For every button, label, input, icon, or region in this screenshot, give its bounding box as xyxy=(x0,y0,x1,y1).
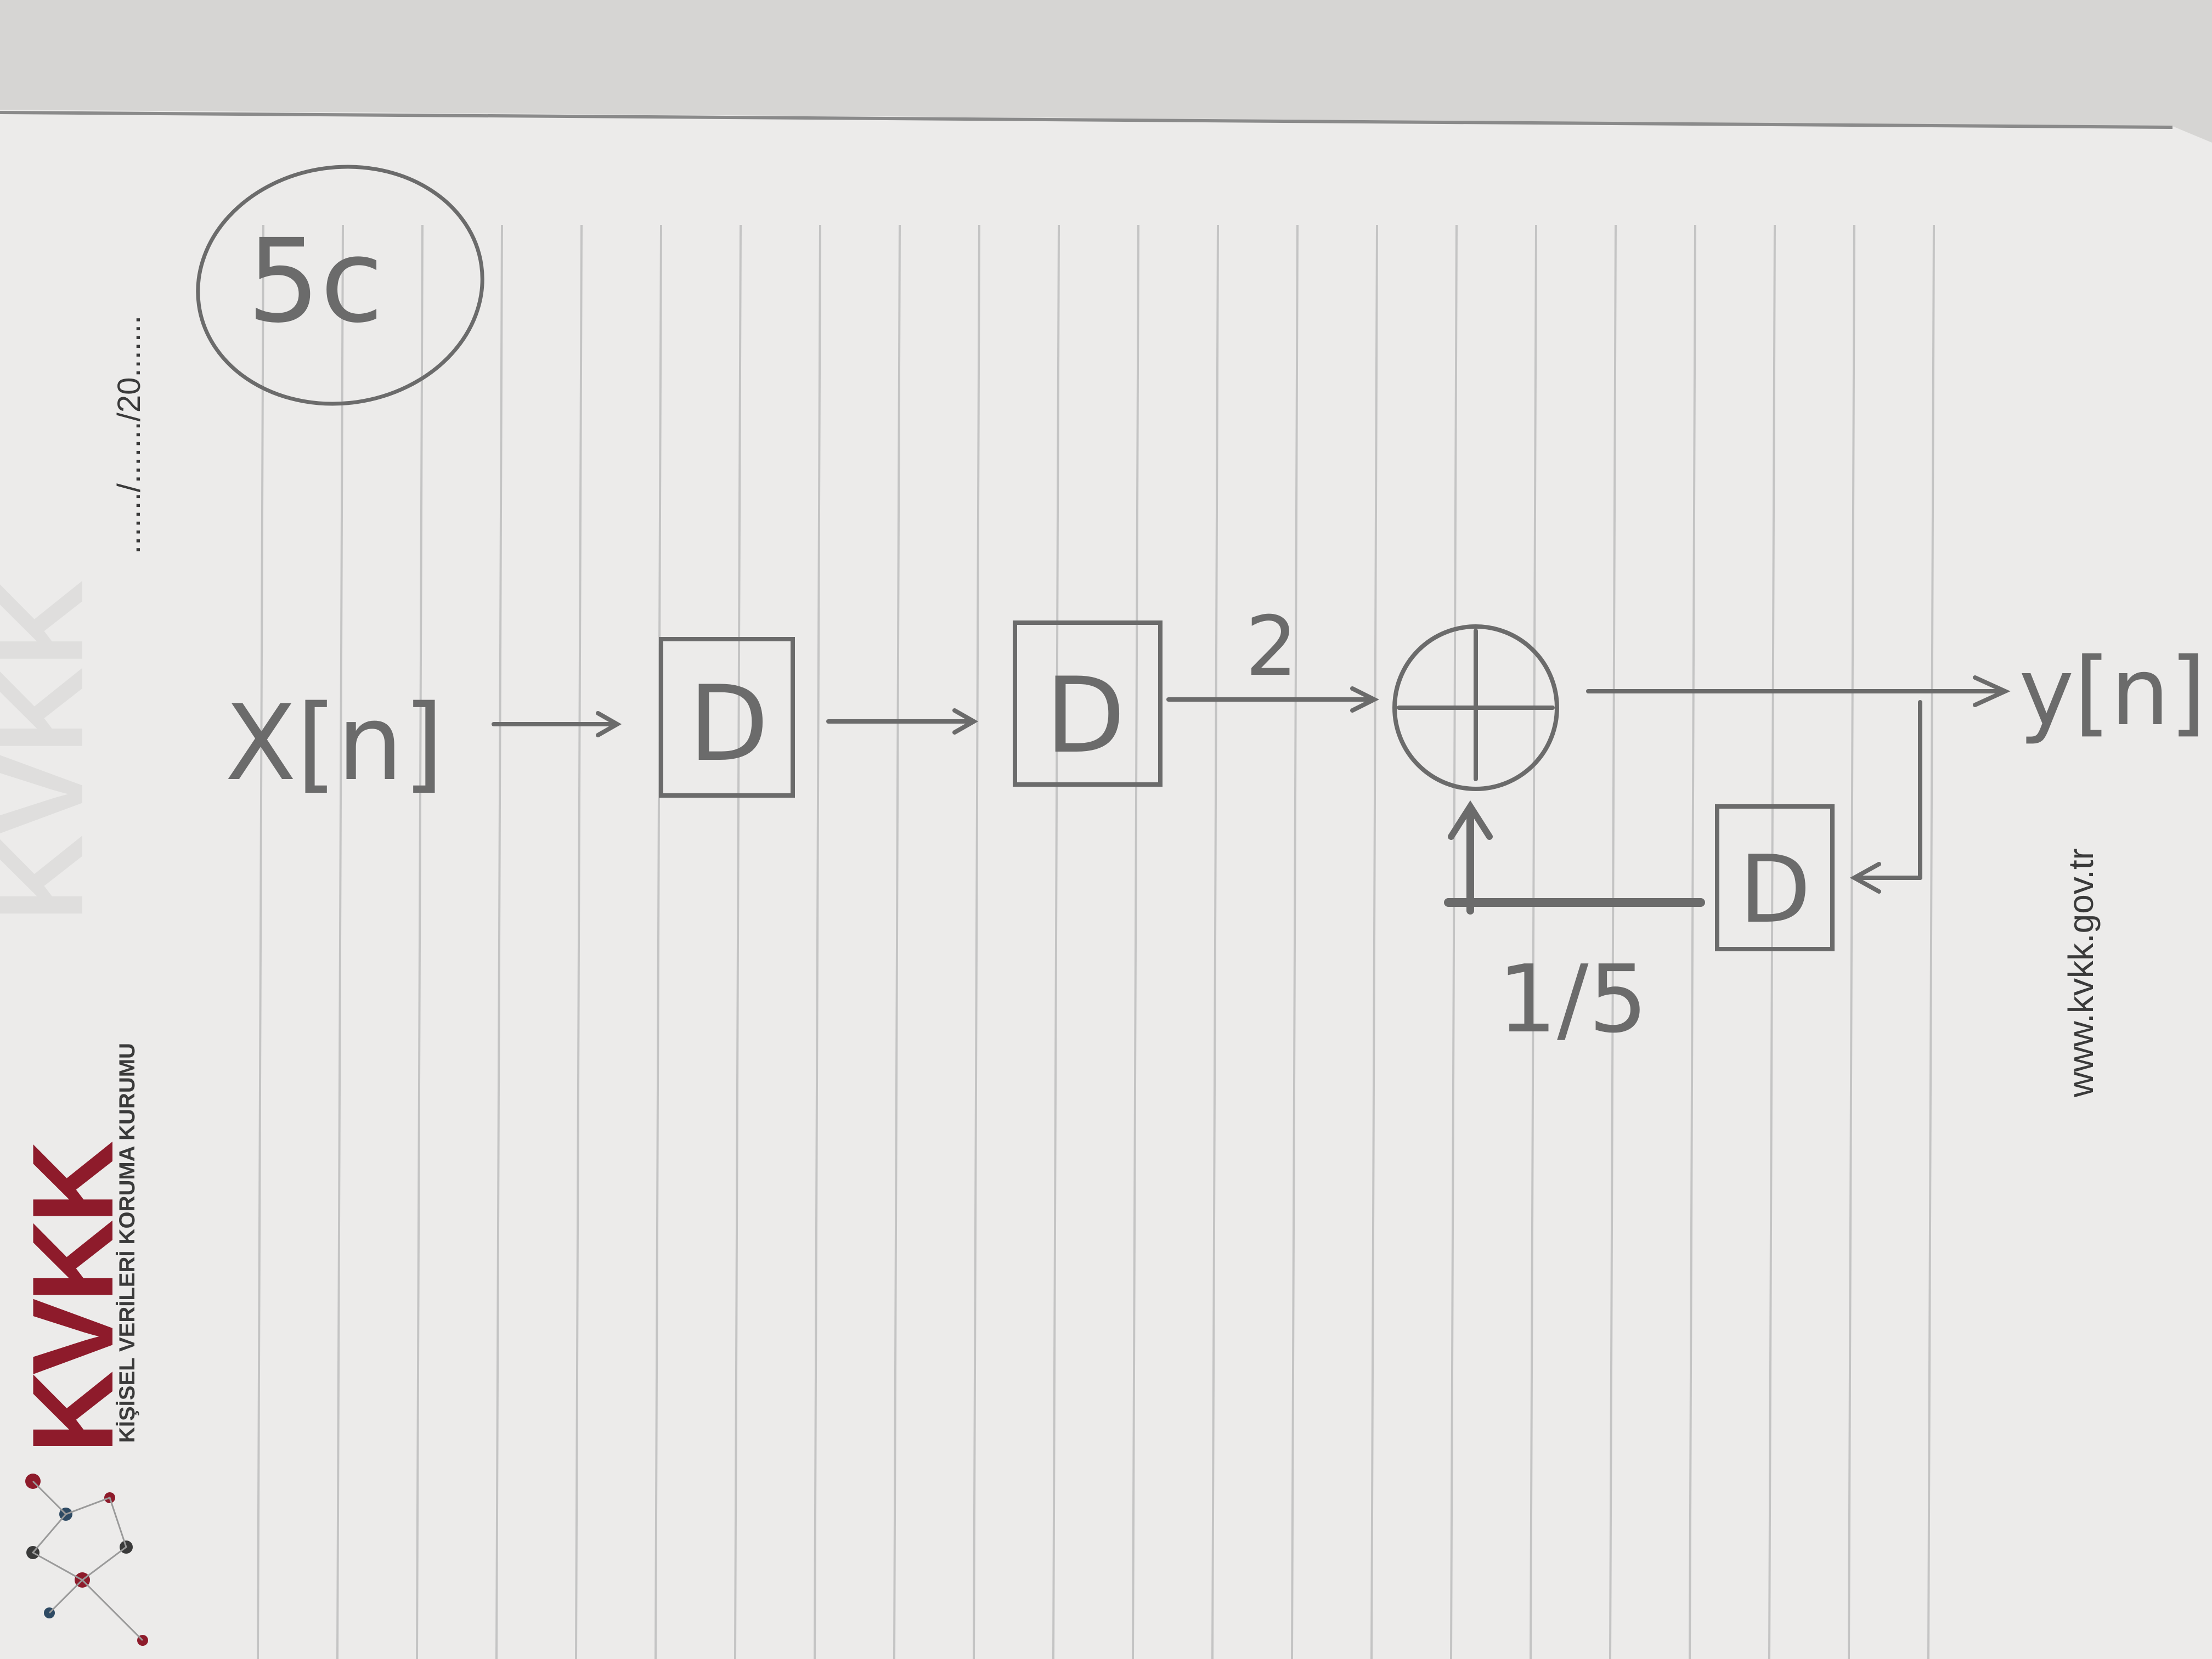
ruled-line xyxy=(336,224,344,1659)
ruled-line xyxy=(1052,224,1060,1659)
arrowhead-delay2 xyxy=(952,708,979,735)
arrowhead-delay3 xyxy=(1849,862,1881,894)
logo-network-icon xyxy=(25,1474,148,1646)
delay-block-1 xyxy=(659,637,795,798)
ruled-line xyxy=(495,224,503,1659)
ruled-line xyxy=(973,224,980,1659)
notebook-page xyxy=(0,110,2212,1659)
ruled-line xyxy=(1211,224,1219,1659)
delay-label-3: D xyxy=(1739,836,1811,944)
ruled-line xyxy=(257,224,264,1659)
arrowhead-output xyxy=(1973,675,2011,707)
arrowhead-delay1 xyxy=(596,711,622,737)
ruled-line xyxy=(893,224,901,1659)
ruled-line xyxy=(1609,224,1617,1659)
gain-feedback-label: 1/5 xyxy=(1498,945,1648,1054)
delay-block-2 xyxy=(1013,620,1163,787)
delay-label-2: D xyxy=(1045,655,1125,776)
ruled-line xyxy=(1370,224,1378,1659)
ruled-line xyxy=(1689,224,1696,1659)
ruled-line xyxy=(654,224,662,1659)
brand-name: KVKK xyxy=(8,1142,137,1454)
ruled-line xyxy=(1927,224,1935,1659)
gain-forward-label: 2 xyxy=(1245,599,1297,695)
ruled-line xyxy=(1848,224,1855,1659)
ruled-line xyxy=(1450,224,1458,1659)
ruled-line xyxy=(416,224,424,1659)
problem-label-circle xyxy=(196,165,484,406)
problem-label-group: 5c xyxy=(196,165,484,406)
date-field: ......./......./20....... xyxy=(111,315,147,554)
ruled-line xyxy=(1291,224,1299,1659)
ruled-line xyxy=(575,224,583,1659)
input-label: X[n] xyxy=(225,682,444,804)
ruled-line xyxy=(734,224,742,1659)
ruled-line xyxy=(1132,224,1139,1659)
adder-circle xyxy=(1392,624,1559,791)
arrowhead-adder xyxy=(1350,686,1379,713)
arrowhead-feedback-adder xyxy=(1448,800,1493,840)
kvkk-logo: KVKK KİŞİSEL VERİLERİ KORUMA KURUMU KVKK xyxy=(0,580,148,1646)
delay-block-3 xyxy=(1715,804,1835,951)
page-top-edge xyxy=(0,111,2173,129)
problem-label: 5c xyxy=(247,214,383,348)
brand-subtitle: KİŞİSEL VERİLERİ KORUMA KURUMU xyxy=(115,1043,139,1443)
ruled-line xyxy=(1530,224,1537,1659)
delay-label-1: D xyxy=(689,663,769,785)
ruled-line xyxy=(1768,224,1776,1659)
ruled-line xyxy=(814,224,821,1659)
ruled-lines xyxy=(257,224,1935,1659)
block-diagram: X[n] D D 2 y[n] D 1/5 xyxy=(225,599,2206,1054)
output-label: y[n] xyxy=(2019,638,2206,747)
website-url: www.kvkk.gov.tr xyxy=(2061,848,2101,1098)
brand-watermark: KVKK xyxy=(0,580,108,922)
